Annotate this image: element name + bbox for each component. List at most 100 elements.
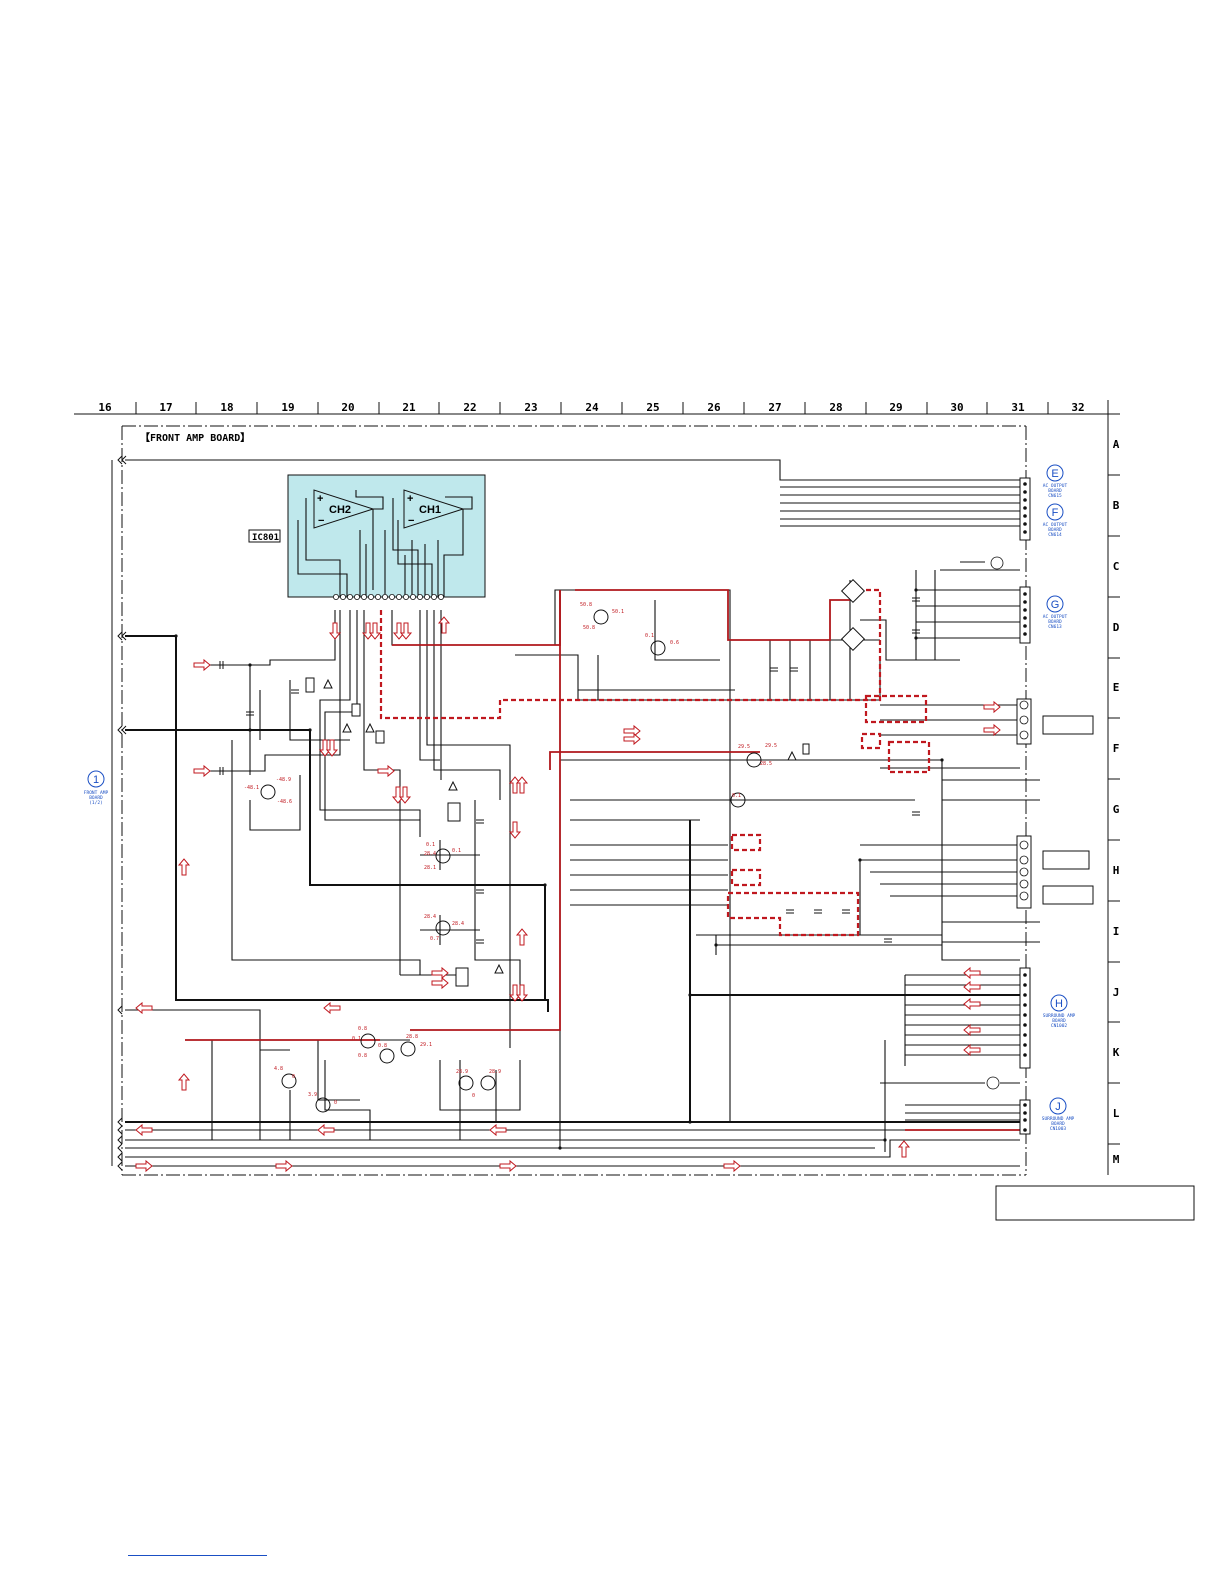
grid-col-label: 22: [463, 401, 476, 414]
connector-front-amp: 1 FRONT AMP BOARD (1/2): [84, 770, 108, 806]
voltage-label: 50.8: [580, 602, 592, 608]
arrow-icon: [368, 622, 382, 640]
transistor-icon: [400, 1041, 416, 1057]
bridge-rectifier-icon: [840, 626, 866, 652]
voltage-label: 28.8: [406, 1034, 418, 1040]
plus-sign: +: [317, 493, 323, 505]
arrow-icon: [515, 928, 529, 946]
connector-f-line3: CN614: [1048, 532, 1062, 538]
connector-g-line3: CN613: [1048, 624, 1062, 630]
arrow-icon: [193, 764, 211, 778]
arrow-icon: [328, 622, 342, 640]
voltage-label: 29.1: [420, 1042, 432, 1048]
connector-h-mark: H: [1055, 998, 1063, 1010]
voltage-label: -48.9: [276, 777, 291, 783]
ic801-block: CH2 CH1 + − + −: [287, 474, 486, 601]
voltage-label: 0.1: [426, 842, 435, 848]
arrow-icon: [317, 1123, 335, 1137]
transistor-icon: [435, 920, 451, 936]
front-amp-line3: (1/2): [89, 800, 103, 806]
connector-g: G AC OUTPUT BOARD CN613: [1043, 595, 1067, 630]
grid-col-label: 23: [524, 401, 537, 414]
grid-frame: [74, 400, 1120, 1175]
arrow-icon: [963, 980, 981, 994]
ic801-ref: IC801: [252, 533, 279, 543]
arrow-icon: [398, 786, 412, 804]
connector-j-line3: CN1003: [1050, 1126, 1067, 1132]
opamp-ch2-icon: [313, 489, 375, 529]
minus-sign: −: [318, 515, 324, 527]
ch2-label: CH2: [329, 504, 351, 516]
front-amp-mark: 1: [93, 774, 99, 786]
connector-pin-dots: [1023, 482, 1027, 1132]
transistor-icon: [260, 784, 276, 800]
connector-e-mark: E: [1051, 468, 1058, 480]
arrow-icon: [135, 1123, 153, 1137]
warning-icon: [787, 750, 797, 761]
arrow-icon: [499, 1159, 517, 1173]
arrow-icon: [431, 966, 449, 980]
connector-j-mark: J: [1055, 1101, 1061, 1113]
voltage-label: 50.1: [612, 609, 624, 615]
arrow-icon: [983, 700, 1001, 714]
grid-row-label: M: [1113, 1153, 1120, 1166]
voltage-label: 0.1: [452, 848, 461, 854]
voltage-label: 29.5: [765, 743, 777, 749]
connector-blocks: [995, 477, 1195, 1221]
grid-row-label: H: [1113, 864, 1120, 877]
grid-col-label: 25: [646, 401, 659, 414]
connector-e: E AC OUTPUT BOARD CN615: [1043, 464, 1067, 499]
arrow-icon: [275, 1159, 293, 1173]
arrow-icon: [437, 616, 451, 634]
grid-row-label: J: [1113, 986, 1120, 999]
arrow-icon: [431, 976, 449, 990]
arrow-icon: [963, 1023, 981, 1037]
warning-icon: [323, 678, 333, 689]
voltage-label: 0.7: [430, 936, 439, 942]
voltage-labels: 50.8 50.1 50.8 0.1 0.6 -48.9 -48.1 -48.6…: [244, 602, 777, 1106]
transistor-icon: [360, 1033, 376, 1049]
footer-link-underline[interactable]: [128, 1555, 267, 1556]
connector-mark-icon: [1049, 1097, 1067, 1115]
warning-icon: [342, 722, 352, 733]
ch1-label: CH1: [419, 504, 441, 516]
board-title: 【FRONT AMP BOARD】: [140, 431, 250, 444]
voltage-label: 28.5: [760, 761, 772, 767]
arrow-icon: [399, 622, 413, 640]
connector-header: [1019, 586, 1031, 644]
grid-row-label: I: [1113, 925, 1120, 938]
arrow-icon: [177, 1073, 191, 1091]
left-connector-ticks: [111, 455, 127, 1171]
arrow-icon: [508, 776, 522, 794]
grid-col-label: 16: [98, 401, 112, 414]
connector-h: H SURROUND AMP BOARD CN1002: [1043, 994, 1076, 1029]
arrow-icon: [515, 776, 529, 794]
arrow-icon: [318, 739, 332, 757]
component-icon: [802, 743, 810, 755]
connector-header: [1019, 967, 1031, 1069]
arrow-icon: [489, 1123, 507, 1137]
relay-icon: [447, 802, 461, 822]
voltage-label: -48.6: [277, 799, 292, 805]
label-box: [1042, 885, 1094, 905]
plus-sign: +: [407, 493, 413, 505]
arrow-icon: [325, 739, 339, 757]
transistor-icon: [746, 752, 762, 768]
transistors: [260, 609, 762, 1113]
transistor-icon: [730, 792, 746, 808]
arrow-icon: [193, 658, 211, 672]
connector-mark-icon: [1046, 503, 1064, 521]
transistor-icon: [480, 1075, 496, 1091]
connector-mark-icon: [1046, 464, 1064, 482]
voltage-label: 0.1: [352, 1036, 361, 1042]
connector-j-line2: BOARD: [1051, 1121, 1065, 1127]
voltage-label: 28.4: [424, 914, 436, 920]
component-icon: [305, 677, 315, 693]
warning-icon: [448, 780, 458, 791]
warning-icon: [365, 722, 375, 733]
connector-mark-icon: [1046, 595, 1064, 613]
arrow-icon: [623, 724, 641, 738]
grid-col-label: 28: [829, 401, 842, 414]
bridge-rectifier-icon: [840, 578, 866, 604]
